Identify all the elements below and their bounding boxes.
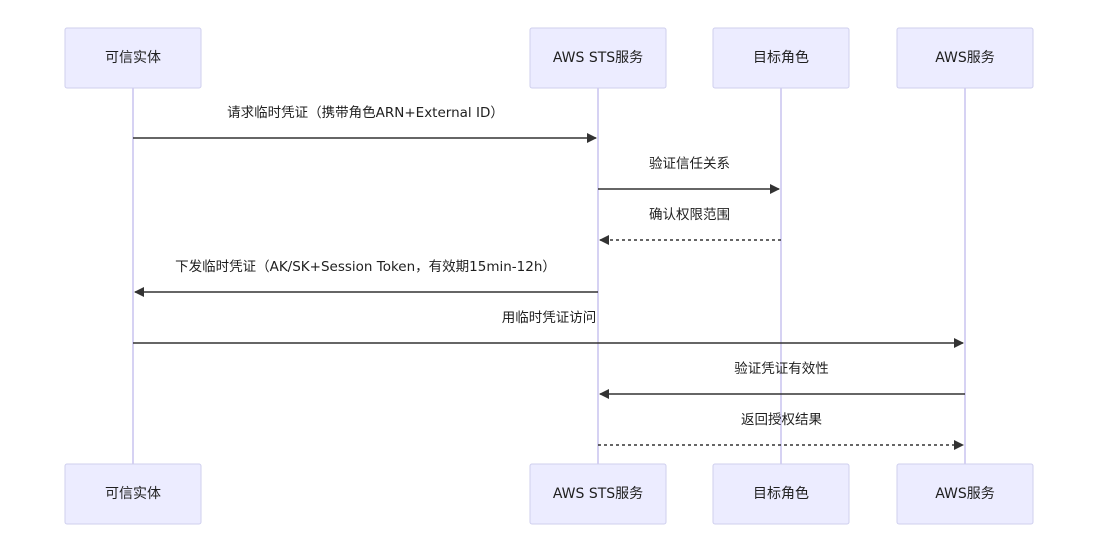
actor-box (896, 463, 1034, 525)
actor-sts-bottom: AWS STS服务 (529, 463, 667, 525)
actor-label: AWS服务 (935, 50, 995, 66)
message-6: 验证凭证有效性 (599, 361, 965, 399)
message-2: 验证信任关系 (598, 156, 780, 194)
actor-box (896, 27, 1034, 89)
message-label: 请求临时凭证（携带角色ARN+External ID） (227, 104, 504, 121)
actor-role-top: 目标角色 (712, 27, 850, 89)
actor-box (64, 463, 202, 525)
actor-label: AWS STS服务 (553, 486, 643, 502)
message-label: 下发临时凭证（AK/SK+Session Token，有效期15min-12h） (175, 259, 556, 275)
actor-box (64, 27, 202, 89)
actor-label: AWS STS服务 (553, 50, 643, 66)
message-7: 返回授权结果 (598, 411, 964, 450)
message-5: 用临时凭证访问 (133, 310, 964, 348)
actor-role-bottom: 目标角色 (712, 463, 850, 525)
message-3: 确认权限范围 (599, 206, 781, 245)
actor-box (712, 463, 850, 525)
actor-box (712, 27, 850, 89)
message-1: 请求临时凭证（携带角色ARN+External ID） (133, 104, 597, 143)
message-4: 下发临时凭证（AK/SK+Session Token，有效期15min-12h） (134, 259, 598, 297)
actor-label: AWS服务 (935, 486, 995, 502)
actor-label: 可信实体 (105, 486, 161, 502)
actor-label: 目标角色 (753, 485, 809, 502)
actor-box (529, 463, 667, 525)
message-label: 确认权限范围 (649, 206, 730, 223)
actor-sts-top: AWS STS服务 (529, 27, 667, 89)
message-label: 用临时凭证访问 (502, 310, 597, 326)
message-label: 验证凭证有效性 (734, 361, 829, 377)
actor-aws-bottom: AWS服务 (896, 463, 1034, 525)
actor-box (529, 27, 667, 89)
actor-label: 可信实体 (105, 50, 161, 66)
actor-aws-top: AWS服务 (896, 27, 1034, 89)
actor-label: 目标角色 (753, 49, 809, 66)
actor-trusted-top: 可信实体 (64, 27, 202, 89)
actor-trusted-bottom: 可信实体 (64, 463, 202, 525)
message-label: 返回授权结果 (741, 411, 822, 428)
message-label: 验证信任关系 (649, 156, 730, 172)
